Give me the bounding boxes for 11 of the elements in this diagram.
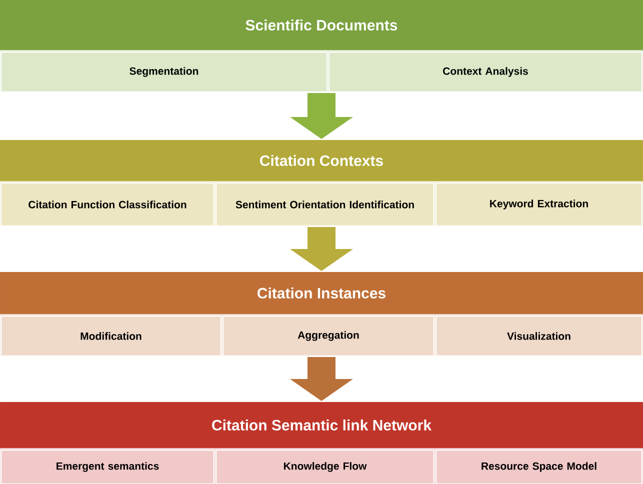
- cell: Segmentation: [0, 51, 328, 93]
- cell: Sentiment Orientation Identification: [215, 182, 435, 227]
- cell: Citation Function Classification: [0, 182, 215, 227]
- cell: Context Analysis: [328, 51, 643, 93]
- cell: Visualization: [435, 315, 643, 357]
- cell: Aggregation: [222, 315, 435, 357]
- cell: Knowledge Flow: [215, 449, 435, 484]
- cell: Keyword Extraction: [435, 182, 643, 227]
- cell: Modification: [0, 315, 222, 357]
- cell: Emergent semantics: [0, 449, 215, 484]
- cell: Resource Space Model: [435, 449, 643, 484]
